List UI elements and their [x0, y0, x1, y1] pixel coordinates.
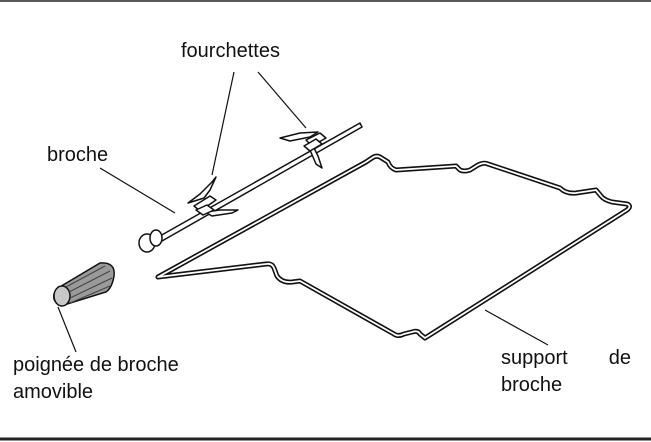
- label-broche: broche: [47, 144, 109, 166]
- leader-support: [484, 309, 549, 346]
- label-support-word1: support: [501, 347, 568, 369]
- label-support-line1: support de: [501, 345, 631, 371]
- leader-fourchettes-right: [257, 71, 307, 129]
- leader-lines: [57, 71, 549, 353]
- label-fourchettes: fourchettes: [181, 40, 280, 62]
- leader-fourchettes-left: [211, 71, 235, 176]
- handle: [52, 262, 115, 307]
- fork-right: [279, 131, 327, 169]
- label-poignee-line2: amovible: [13, 381, 94, 403]
- leader-poignee: [57, 306, 77, 353]
- label-support-line2: broche: [501, 374, 563, 396]
- label-support-word2: de: [608, 347, 631, 369]
- rack-wire: [155, 153, 632, 341]
- fork-left: [187, 176, 239, 217]
- leader-broche: [99, 167, 176, 214]
- spit-rod: [138, 122, 363, 253]
- label-poignee-line1: poignée de broche: [13, 354, 179, 376]
